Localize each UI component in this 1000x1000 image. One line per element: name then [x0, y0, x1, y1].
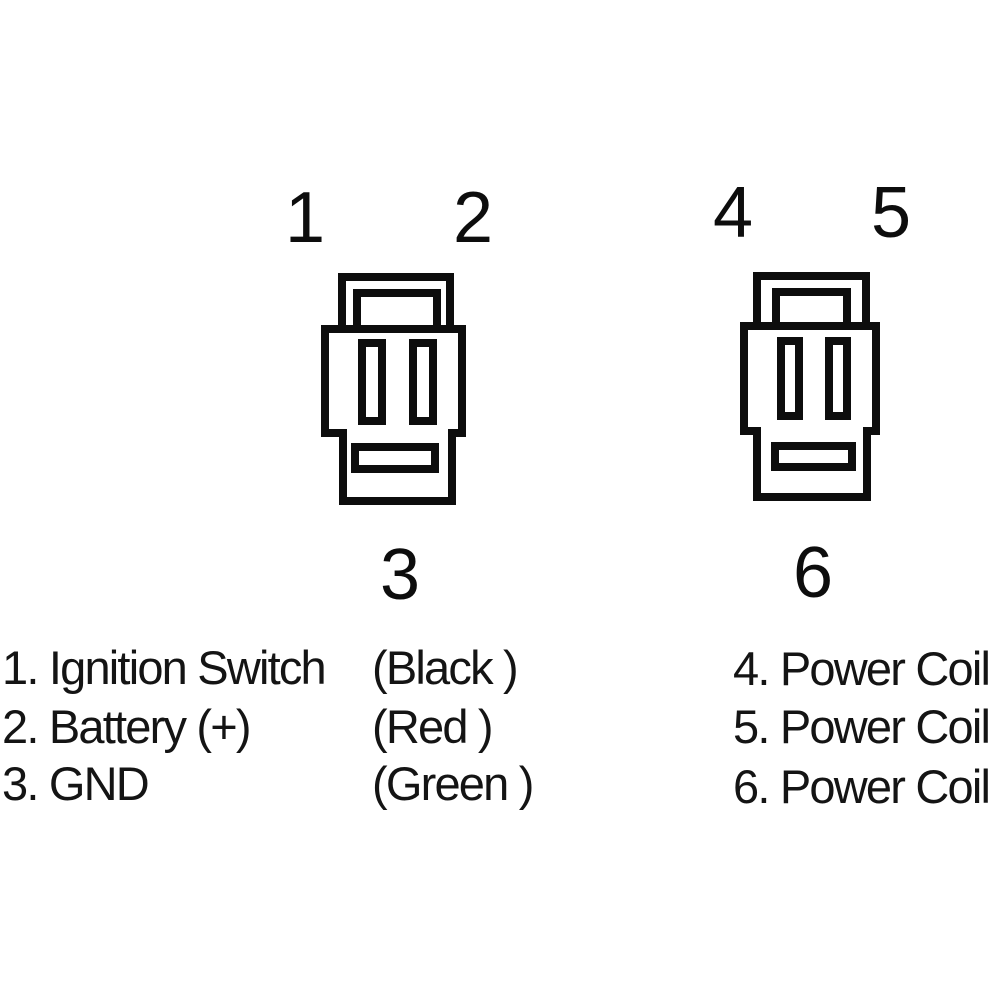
pin-label-4: 4 — [712, 173, 754, 253]
right-connector-tab-outer — [753, 272, 870, 330]
legend-item-power-coil-6: 6. Power Coil — [733, 760, 991, 813]
legend-item-gnd: 3. GND — [2, 757, 150, 810]
legend-item-battery: 2. Battery (+) — [2, 700, 252, 753]
pin-label-5: 5 — [870, 173, 912, 253]
left-connector-slot-1 — [358, 339, 386, 425]
legend-item-ignition-switch: 1. Ignition Switch — [2, 641, 327, 694]
legend-item-power-coil-5: 5. Power Coil — [733, 700, 991, 753]
right-connector-slot-6 — [771, 442, 856, 471]
left-connector-drawing — [321, 273, 466, 505]
legend-item-power-coil-4: 4. Power Coil — [733, 642, 991, 695]
left-connector-slot-2 — [409, 339, 437, 425]
legend-wire-color-black: (Black ) — [372, 641, 519, 694]
legend-wire-color-green: (Green ) — [372, 757, 534, 810]
pin-label-3: 3 — [379, 535, 421, 615]
pin-label-6: 6 — [792, 533, 834, 613]
right-connector-slot-5 — [825, 337, 851, 420]
right-connector-slot-4 — [777, 337, 803, 420]
pin-label-1: 1 — [284, 178, 326, 258]
pin-label-2: 2 — [452, 178, 494, 258]
legend-wire-color-red: (Red ) — [372, 700, 494, 753]
left-connector-tab-outer — [338, 273, 454, 333]
left-connector-body-outline — [321, 325, 466, 505]
right-connector-drawing — [740, 272, 880, 501]
right-connector-tab-inner — [772, 288, 851, 330]
left-connector-tab-inner — [353, 289, 441, 333]
right-connector-body-outline — [740, 322, 880, 501]
left-connector-slot-3 — [351, 443, 439, 473]
